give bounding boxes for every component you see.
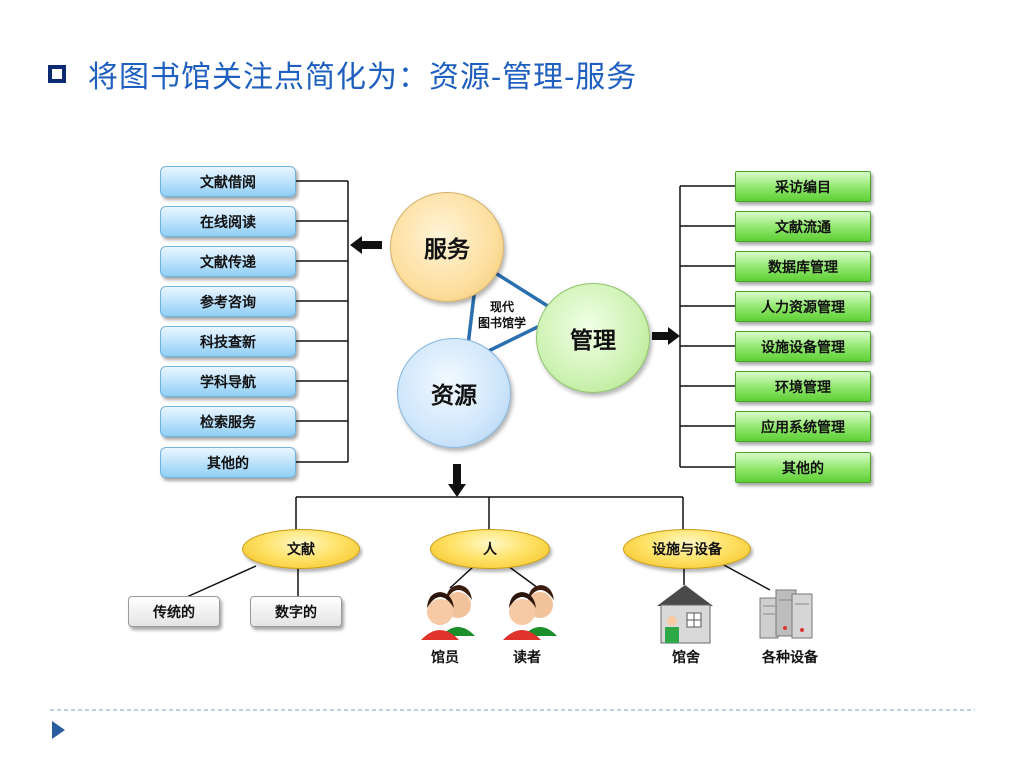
manage-item-2: 数据库管理	[735, 251, 871, 282]
service-item-2: 文献传递	[160, 246, 296, 277]
reader-icon	[503, 585, 557, 640]
caption-librarian: 馆员	[431, 650, 459, 666]
manage-item-3: 人力资源管理	[735, 291, 871, 322]
caption-building: 馆舍	[672, 650, 700, 666]
service-item-5: 学科导航	[160, 366, 296, 397]
arrow-right-icon	[652, 327, 680, 345]
service-item-1: 在线阅读	[160, 206, 296, 237]
arrow-left-icon	[350, 236, 382, 254]
librarian-icon	[421, 585, 475, 640]
building-icon	[657, 585, 713, 644]
subitem-digital: 数字的	[250, 596, 342, 627]
subitem-traditional: 传统的	[128, 596, 220, 627]
caption-equipment: 各种设备	[762, 650, 818, 666]
service-item-3: 参考咨询	[160, 286, 296, 317]
service-circle: 服务	[390, 192, 504, 302]
resource-label: 资源	[431, 383, 477, 409]
equipment-icon	[759, 589, 813, 639]
title-text: 将图书馆关注点简化为：资源-管理-服务	[88, 60, 638, 95]
hub-label-line1: 现代	[489, 300, 514, 314]
manage-label: 管理	[570, 328, 616, 354]
title-bullet-icon	[48, 65, 66, 83]
manage-item-5: 环境管理	[735, 371, 871, 402]
slide-title: 将图书馆关注点简化为：资源-管理-服务	[48, 52, 637, 96]
service-item-0: 文献借阅	[160, 166, 296, 197]
hub-label: 现代 图书馆学	[470, 299, 534, 331]
service-label: 服务	[424, 237, 470, 263]
category-people: 人	[430, 529, 550, 569]
manage-item-7: 其他的	[735, 452, 871, 483]
manage-item-0: 采访编目	[735, 171, 871, 202]
resource-circle: 资源	[397, 338, 511, 448]
manage-circle: 管理	[536, 283, 650, 393]
manage-item-1: 文献流通	[735, 211, 871, 242]
category-literature: 文献	[242, 529, 360, 569]
hub-label-line2: 图书馆学	[477, 316, 526, 330]
service-item-6: 检索服务	[160, 406, 296, 437]
category-facilities: 设施与设备	[623, 529, 751, 569]
service-item-7: 其他的	[160, 447, 296, 478]
manage-item-6: 应用系统管理	[735, 411, 871, 442]
arrow-down-icon	[448, 464, 466, 497]
caption-reader: 读者	[513, 650, 541, 666]
slide-nav-arrow-icon[interactable]	[52, 721, 65, 739]
manage-item-4: 设施设备管理	[735, 331, 871, 362]
service-item-4: 科技查新	[160, 326, 296, 357]
